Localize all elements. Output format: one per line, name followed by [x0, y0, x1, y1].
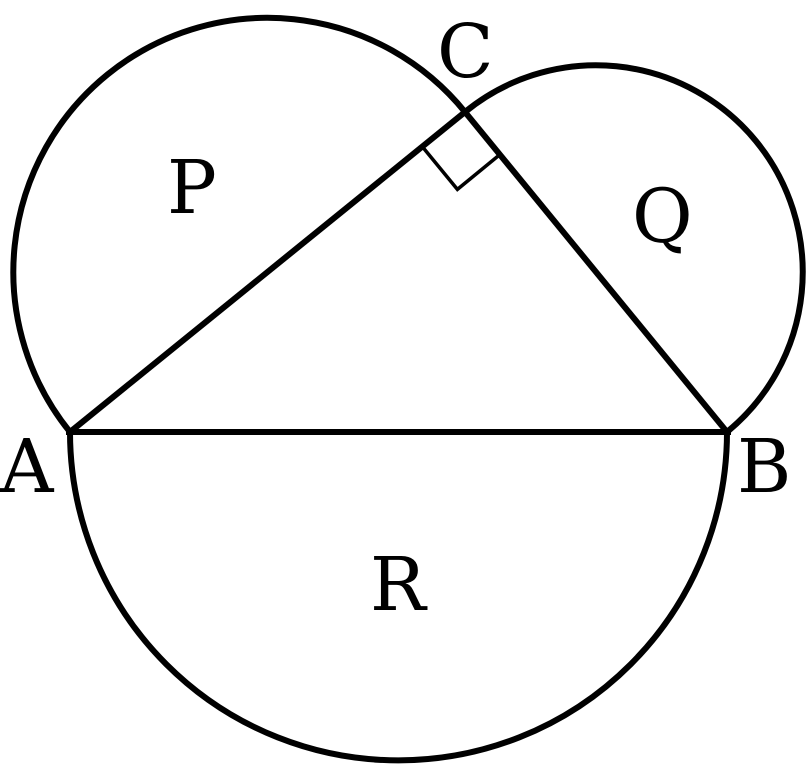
side-ac: [68, 109, 467, 435]
region-label-p: P: [167, 145, 217, 231]
vertex-label-a: A: [0, 424, 55, 510]
vertex-label-b: B: [737, 424, 791, 510]
region-label-r: R: [370, 542, 428, 628]
vertex-label-c: C: [437, 9, 494, 95]
side-cb: [462, 110, 730, 434]
semicircle-r: [67, 431, 730, 764]
region-label-q: Q: [632, 174, 693, 260]
right-angle-marker: [420, 145, 502, 192]
semicircle-q: [463, 62, 806, 435]
semicircle-p: [10, 14, 468, 434]
